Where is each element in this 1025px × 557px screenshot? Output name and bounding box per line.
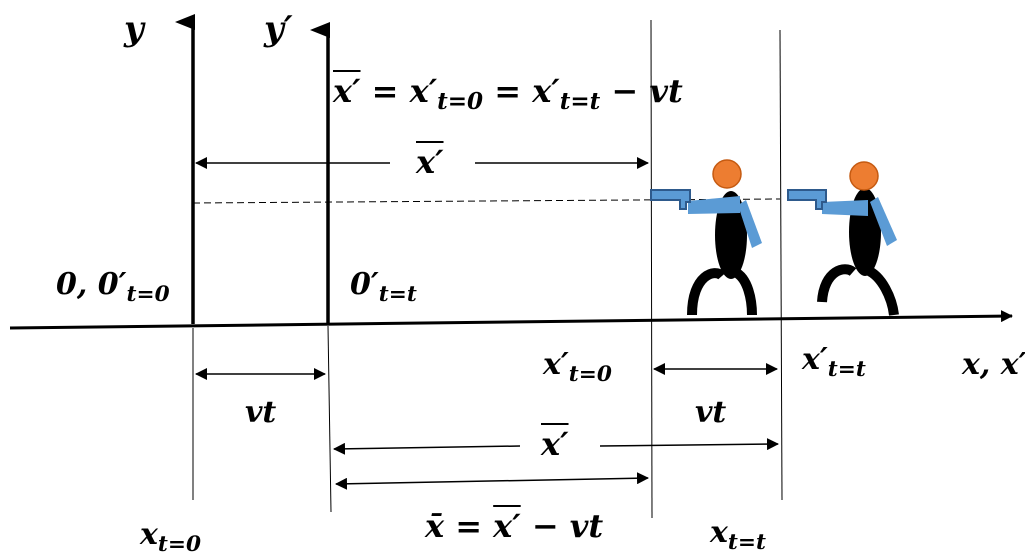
shooter-figure-icon [787, 161, 899, 316]
x-t0-main: x [140, 517, 158, 552]
x-prime-t0-sub: t=0 [568, 361, 612, 387]
bottom-equation: x̄ = x′ − vt [425, 510, 603, 542]
origin-right-label: 0′t=t [350, 267, 417, 306]
guide-line-shooter2 [779, 29, 783, 501]
x-prime-tt-sub: t=t [827, 356, 866, 382]
xbar-span-arrow [335, 472, 649, 490]
lower-span-arrow-right [599, 438, 779, 451]
x-prime-t0-main: x′ [543, 347, 569, 382]
bottom-eq-equals: = [455, 507, 483, 545]
guide-line-shooter1 [650, 19, 653, 519]
x-tt-main: x [710, 515, 728, 550]
lower-span-arrow-left [333, 442, 521, 455]
top-eq-equals-2: = [494, 72, 522, 110]
y-prime-axis-label: y′ [264, 9, 293, 49]
vt-right-label: vt [695, 395, 727, 430]
x-axis [9, 310, 1013, 330]
top-equation: x′ = x′t=0 = x′t=t − vt [333, 72, 683, 113]
bottom-eq-xbar-prime: x′ [493, 507, 521, 545]
x-axis-label: x, x′ [962, 347, 1025, 382]
x-prime-tt-label: x′t=t [802, 342, 866, 381]
x-t0-label: xt=0 [140, 517, 201, 556]
origin-left-label: 0, 0′t=0 [56, 267, 170, 306]
origin-right-main: 0′ [350, 267, 379, 302]
top-eq-equals-1: = [371, 72, 399, 110]
x-tt-sub: t=t [727, 529, 766, 555]
guide-line-origin-prime-lower [327, 325, 332, 513]
bottom-eq-xbar: x̄ [425, 507, 445, 545]
top-eq-xbar-prime: x′ [333, 72, 361, 110]
top-eq-sub-2: t=t [559, 88, 601, 116]
origin-left-main: 0, 0′ [56, 267, 127, 302]
bottom-eq-minus-vt: − vt [531, 507, 604, 545]
origin-left-sub: t=0 [126, 281, 170, 307]
top-eq-sub-1: t=0 [437, 88, 484, 116]
y-axis-label: y [124, 9, 144, 49]
vt-left-label: vt [245, 395, 277, 430]
shooter-figure-icon [650, 159, 762, 316]
upper-span-label: x′ [416, 143, 444, 181]
x-prime-tt-main: x′ [802, 342, 828, 377]
origin-right-sub: t=t [378, 281, 417, 307]
x-tt-label: xt=t [710, 515, 766, 554]
x-prime-t0-label: x′t=0 [543, 347, 612, 386]
top-eq-minus-vt: − vt [611, 72, 683, 110]
top-eq-x-prime-1: x′ [409, 72, 438, 110]
lower-span-label: x′ [541, 425, 569, 463]
top-eq-x-prime-2: x′ [532, 72, 560, 110]
x-t0-sub: t=0 [157, 531, 201, 557]
